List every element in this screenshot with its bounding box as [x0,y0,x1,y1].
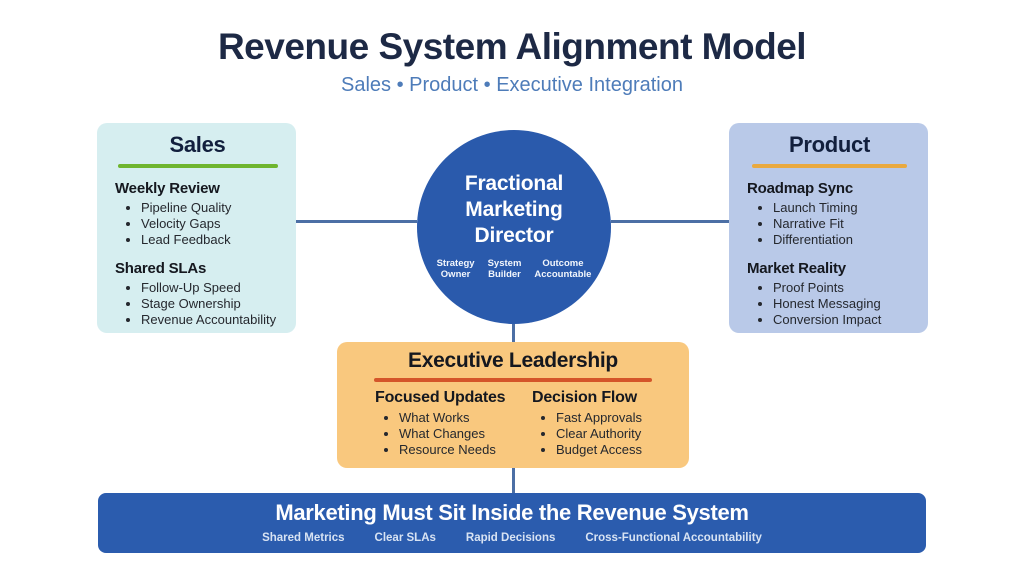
list-item: Budget Access [556,442,689,458]
list-item: Launch Timing [773,200,912,216]
banner-item: Cross-Functional Accountability [585,532,762,544]
list-item: Velocity Gaps [141,216,280,232]
sales-weekly-review-list: Pipeline Quality Velocity Gaps Lead Feed… [115,200,280,248]
list-item: Clear Authority [556,426,689,442]
executive-heading: Executive Leadership [408,349,618,372]
focused-updates-list: What Works What Changes Resource Needs [375,410,532,458]
product-box: Product Roadmap Sync Launch Timing Narra… [729,123,928,333]
list-item: Resource Needs [399,442,532,458]
executive-column-heading: Focused Updates [375,389,506,406]
sales-section-heading: Shared SLAs [115,260,207,277]
banner-item: Rapid Decisions [465,532,556,544]
decision-flow-list: Fast Approvals Clear Authority Budget Ac… [532,410,689,458]
list-item: What Works [399,410,532,426]
sales-section-heading: Weekly Review [115,180,220,197]
sales-box: Sales Weekly Review Pipeline Quality Vel… [97,123,296,333]
role-system-builder: System Builder [487,257,522,280]
page-subtitle: Sales • Product • Executive Integration [341,74,683,96]
list-item: Pipeline Quality [141,200,280,216]
connector-executive-to-banner [512,466,515,494]
list-item: What Changes [399,426,532,442]
sales-accent-divider [117,164,278,168]
product-section-heading: Market Reality [747,260,846,277]
sales-heading: Sales [169,132,226,157]
list-item: Follow-Up Speed [141,280,280,296]
banner-title: Marketing Must Sit Inside the Revenue Sy… [275,500,749,525]
page-title: Revenue System Alignment Model [217,26,807,67]
executive-accent-divider [374,378,652,382]
fractional-marketing-director-circle: Fractional Marketing Director Strategy O… [417,130,611,324]
circle-title-line: Director [474,223,554,247]
sales-shared-slas-list: Follow-Up Speed Stage Ownership Revenue … [115,280,280,328]
list-item: Honest Messaging [773,296,912,312]
executive-column-heading: Decision Flow [532,389,637,406]
executive-column-focused-updates: Focused Updates What Works What Changes … [375,389,532,458]
list-item: Fast Approvals [556,410,689,426]
circle-title-line: Fractional [464,171,564,195]
executive-column-decision-flow: Decision Flow Fast Approvals Clear Autho… [532,389,689,458]
circle-roles: Strategy Owner System Builder Outcome Ac… [437,258,592,280]
list-item: Stage Ownership [141,296,280,312]
product-accent-divider [752,164,907,168]
executive-leadership-box: Executive Leadership Focused Updates Wha… [337,342,689,468]
executive-columns: Focused Updates What Works What Changes … [337,389,689,458]
list-item: Conversion Impact [773,312,912,328]
banner-item: Clear SLAs [374,532,436,544]
connector-center-to-executive [512,322,515,344]
role-strategy-owner: Strategy Owner [436,257,475,280]
product-roadmap-sync-list: Launch Timing Narrative Fit Differentiat… [747,200,912,248]
product-market-reality-list: Proof Points Honest Messaging Conversion… [747,280,912,328]
circle-title: Fractional Marketing Director [464,171,564,249]
list-item: Lead Feedback [141,232,280,248]
connector-center-to-product [611,220,729,223]
connector-sales-to-center [296,220,417,223]
role-outcome-accountable: Outcome Accountable [534,257,592,280]
banner-items: Shared Metrics Clear SLAs Rapid Decision… [98,532,926,544]
list-item: Differentiation [773,232,912,248]
circle-title-line: Marketing [465,197,563,221]
list-item: Proof Points [773,280,912,296]
banner-item: Shared Metrics [262,532,345,544]
product-heading: Product [788,132,870,157]
list-item: Narrative Fit [773,216,912,232]
bottom-banner: Marketing Must Sit Inside the Revenue Sy… [98,493,926,553]
product-section-heading: Roadmap Sync [747,180,853,197]
list-item: Revenue Accountability [141,312,280,328]
